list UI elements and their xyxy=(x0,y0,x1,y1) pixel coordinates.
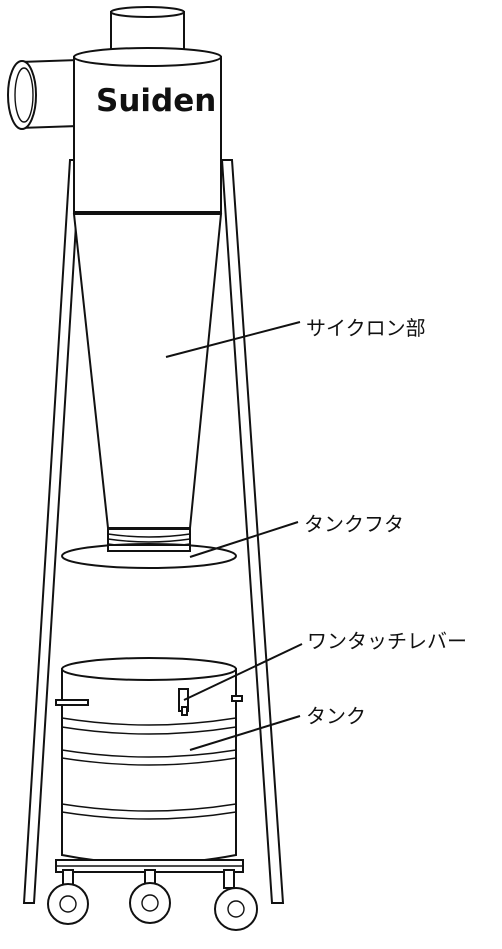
cylinder-body xyxy=(73,56,222,213)
drum-top-rim xyxy=(61,657,237,681)
cylinder-top xyxy=(73,47,222,67)
side-inlet-pipe xyxy=(7,58,79,130)
brand-logo: Suiden xyxy=(96,83,217,119)
label-tank: タンク xyxy=(306,704,366,728)
cone-body xyxy=(72,213,223,529)
leader-cyclone xyxy=(165,321,301,358)
leader-lines xyxy=(165,321,303,751)
drum-body xyxy=(61,668,237,865)
cyclone-cylinder xyxy=(73,47,222,213)
caster-wheel-right xyxy=(214,887,258,931)
label-one-touch-lever: ワンタッチレバー xyxy=(307,629,467,653)
neck-base xyxy=(107,544,191,552)
leader-one-touch-lever xyxy=(183,643,303,701)
caster-wheel-center xyxy=(129,882,171,924)
leader-tank xyxy=(189,715,301,751)
dolly-base xyxy=(55,859,244,873)
tank-drum xyxy=(55,657,243,865)
cyclone-cone xyxy=(72,213,223,532)
inlet-pipe-opening xyxy=(7,60,37,130)
casters xyxy=(47,869,258,931)
label-cyclone: サイクロン部 xyxy=(306,316,426,340)
outlet-pipe-top xyxy=(110,6,185,18)
drum-handle-left xyxy=(55,699,89,706)
top-outlet-pipe xyxy=(110,6,185,61)
drum-handle-right xyxy=(231,695,243,702)
label-tank-lid: タンクフタ xyxy=(304,512,404,536)
inlet-pipe-rim xyxy=(14,67,34,123)
caster-wheel-left xyxy=(47,883,89,925)
tank-lid-shape xyxy=(61,543,237,569)
leader-tank-lid xyxy=(189,521,299,558)
frame-leg-right xyxy=(220,159,285,904)
